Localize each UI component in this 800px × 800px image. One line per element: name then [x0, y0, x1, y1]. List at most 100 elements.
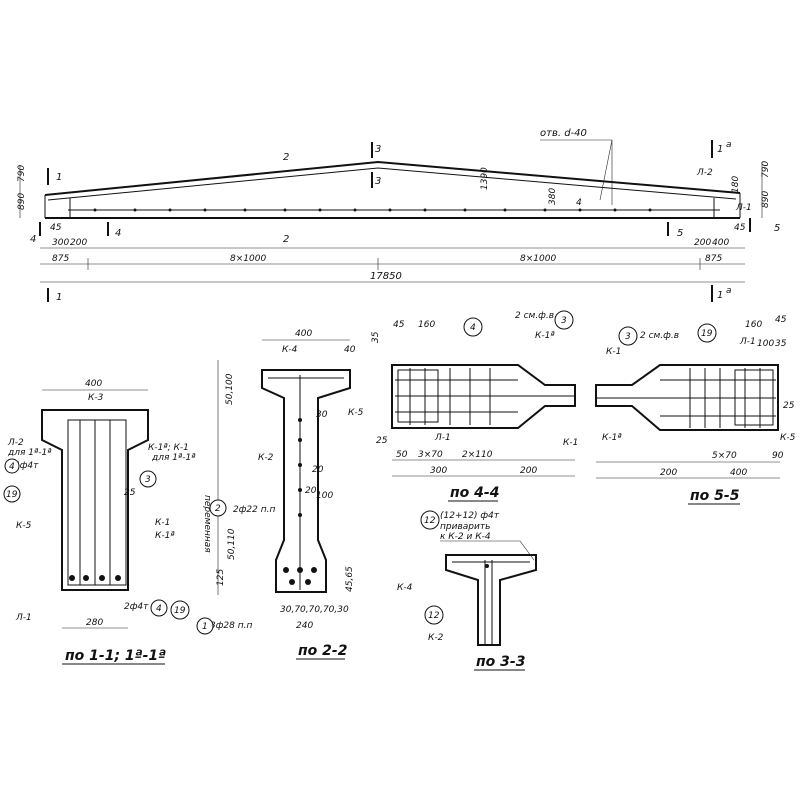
cut-ref: 1 [717, 144, 723, 155]
dim-380: 380 [548, 188, 558, 205]
callout-circle [618, 326, 638, 346]
note-top: (12+12) ф4т [440, 511, 500, 521]
tag-l1: Л-1 [15, 613, 32, 623]
dim-40: 40 [344, 345, 356, 355]
callout-2: 2 [215, 504, 221, 514]
hole-mark [613, 208, 617, 212]
callout-3: 3 [625, 332, 631, 342]
callout-circle [3, 485, 21, 503]
section-outline [445, 554, 537, 646]
beam-top-inner [47, 167, 737, 201]
callout-19b: 19 [174, 606, 186, 616]
width-bot: 280 [86, 618, 103, 628]
section-title: по 3-3 [476, 654, 525, 670]
section-3-3: (12+12) ф4т приварить к К-2 и К-4 К-4 К-… [397, 510, 537, 671]
section-2-2: 400 К-4 40 50,100 30 К-2 20 20 100 50,11… [196, 329, 356, 660]
dim-20: 20 [305, 486, 317, 496]
cut-ref-sup: a [726, 286, 732, 296]
tag-phi4: 4ф4т [14, 461, 39, 471]
rebar-dot [298, 463, 302, 467]
hole-mark [168, 208, 172, 212]
hole-mark [543, 208, 547, 212]
rebar-dot [83, 575, 89, 581]
hole-mark [318, 208, 322, 212]
callout-3: 3 [145, 475, 151, 485]
dim-180: 180 [731, 176, 741, 193]
dim-90: 90 [772, 451, 784, 461]
dim-50-100: 50,100 [225, 373, 235, 405]
callout-19: 19 [6, 490, 18, 500]
beam-elevation: отв. d-40 1 1 1 a 1 a 3 3 2 2 4 4 5 5 Л-… [17, 128, 780, 303]
callout-circle [139, 470, 157, 488]
callout-1: 1 [202, 622, 208, 632]
cut-ref: 3 [375, 176, 381, 187]
callout-circle [4, 458, 20, 474]
width-top: 400 [85, 379, 102, 389]
callout-4: 4 [470, 323, 476, 333]
rebar-dot [99, 575, 105, 581]
hole-mark [648, 208, 652, 212]
dim-45b: 45 [734, 223, 746, 233]
hole-mark [353, 208, 357, 212]
section-outline [595, 364, 779, 431]
dim-45-65: 45,65 [345, 566, 355, 592]
rebar-dot [69, 575, 75, 581]
section-title: по 1-1; 1ª-1ª [65, 648, 166, 664]
dim-35: 35 [371, 331, 381, 343]
hole-row [93, 208, 652, 212]
hole-leader [599, 139, 613, 201]
hole-mark [578, 208, 582, 212]
tag-k1a: К-1ª [602, 433, 622, 443]
rebar-dot [298, 488, 302, 492]
dim-200: 200 [660, 468, 677, 478]
callout-circle [170, 600, 190, 620]
bottom-dims: 30,70,70,70,30 [280, 605, 349, 615]
tag-k2: К-2 [258, 453, 274, 463]
callout-circle [150, 599, 168, 617]
dim-35: 35 [775, 339, 787, 349]
callout-circle [420, 510, 440, 530]
dim-h-right: 790 [761, 161, 771, 178]
section-title: по 4-4 [450, 485, 499, 501]
note-bot: к К-2 и К-4 [440, 532, 491, 542]
dim-100: 100 [316, 491, 333, 501]
dim-50-110: 50,110 [227, 528, 237, 560]
section-4-4: 45 160 35 25 50 3×70 2×110 300 200 К-5 Л… [348, 310, 578, 502]
cut-ref: 4 [115, 228, 121, 239]
cut-ref: 3 [375, 144, 381, 155]
rebar-top-note: 2ф22 п.п [233, 505, 275, 515]
cut-ref: 2 [283, 152, 289, 163]
tag-k5: К-5 [780, 433, 796, 443]
section-5-5: 160 45 100 35 25 90 5×70 200 400 К-1 К-1… [595, 315, 796, 505]
section-outline [391, 364, 576, 429]
tag-l1: Л-1 [739, 337, 756, 347]
dim-125: 125 [216, 569, 226, 586]
cut-ref-sup: a [726, 140, 732, 150]
tag-k1a: К-1ª [155, 531, 175, 541]
rebar-dot [298, 418, 302, 422]
section-title: по 5-5 [690, 488, 740, 504]
callout-circle [697, 323, 717, 343]
tag-l1: Л-1 [735, 203, 752, 213]
tag-k1: К-1 [606, 347, 621, 357]
dim-4: 4 [576, 198, 582, 208]
callout-circle [196, 617, 214, 635]
rebar-dot [289, 579, 295, 585]
rebar-dot [298, 438, 302, 442]
dim-50: 50 [396, 450, 408, 460]
callout-12b: 12 [428, 611, 440, 621]
hole-mark [93, 208, 97, 212]
tag-k5: К-5 [16, 521, 32, 531]
dim-100: 100 [757, 339, 774, 349]
dim-total: 17850 [370, 271, 402, 282]
hole-mark [388, 208, 392, 212]
dim-h-mid: 1390 [480, 167, 490, 190]
callout-4b: 4 [156, 604, 162, 614]
rebar-dot [305, 579, 311, 585]
cut-ref: 1 [56, 292, 62, 303]
callout-4: 4 [9, 462, 15, 472]
dim-25: 25 [124, 488, 136, 498]
tag-k5: К-5 [348, 408, 364, 418]
